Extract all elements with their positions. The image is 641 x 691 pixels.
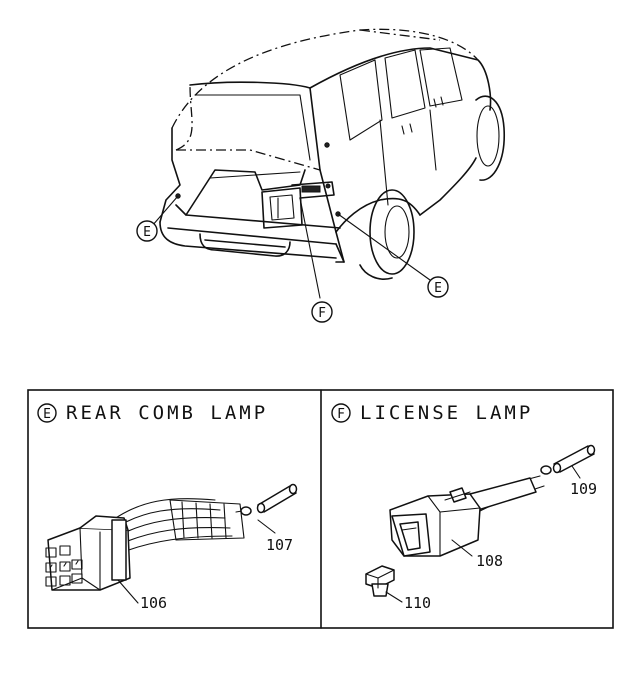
callout-F-center: F [311, 301, 333, 323]
svg-text:E: E [143, 225, 151, 240]
part-label-108: 108 [476, 552, 503, 570]
part-label-110: 110 [404, 594, 431, 612]
part-label-109: 109 [570, 480, 597, 498]
svg-text:F: F [337, 407, 345, 422]
svg-text:E: E [43, 407, 51, 422]
leader-106 [117, 579, 139, 604]
vehicle-rear-view [151, 28, 505, 299]
panel-F-badge: F [331, 403, 351, 423]
connector-106-drawing [45, 498, 245, 591]
leader-110 [385, 591, 403, 603]
grommet-110-drawing [365, 565, 395, 597]
leader-109 [571, 465, 581, 479]
terminal-109-drawing [540, 444, 596, 475]
svg-text:F: F [318, 306, 326, 321]
detail-panels [27, 389, 614, 629]
panel-E-title: REAR COMB LAMP [66, 402, 268, 424]
terminal-107-drawing [235, 483, 298, 516]
callout-E-left: E [136, 220, 158, 242]
callout-E-right: E [427, 276, 449, 298]
connector-108-drawing [389, 475, 545, 557]
panel-F-title: LICENSE LAMP [360, 402, 533, 424]
panel-license-lamp: F LICENSE LAMP [331, 402, 597, 612]
leader-107 [257, 519, 276, 534]
svg-text:E: E [434, 281, 442, 296]
leader-108 [451, 539, 473, 557]
part-label-107: 107 [266, 536, 293, 554]
part-label-106: 106 [140, 594, 167, 612]
panel-E-badge: E [37, 403, 57, 423]
panel-rear-comb-lamp: E REAR COMB LAMP [37, 402, 298, 612]
